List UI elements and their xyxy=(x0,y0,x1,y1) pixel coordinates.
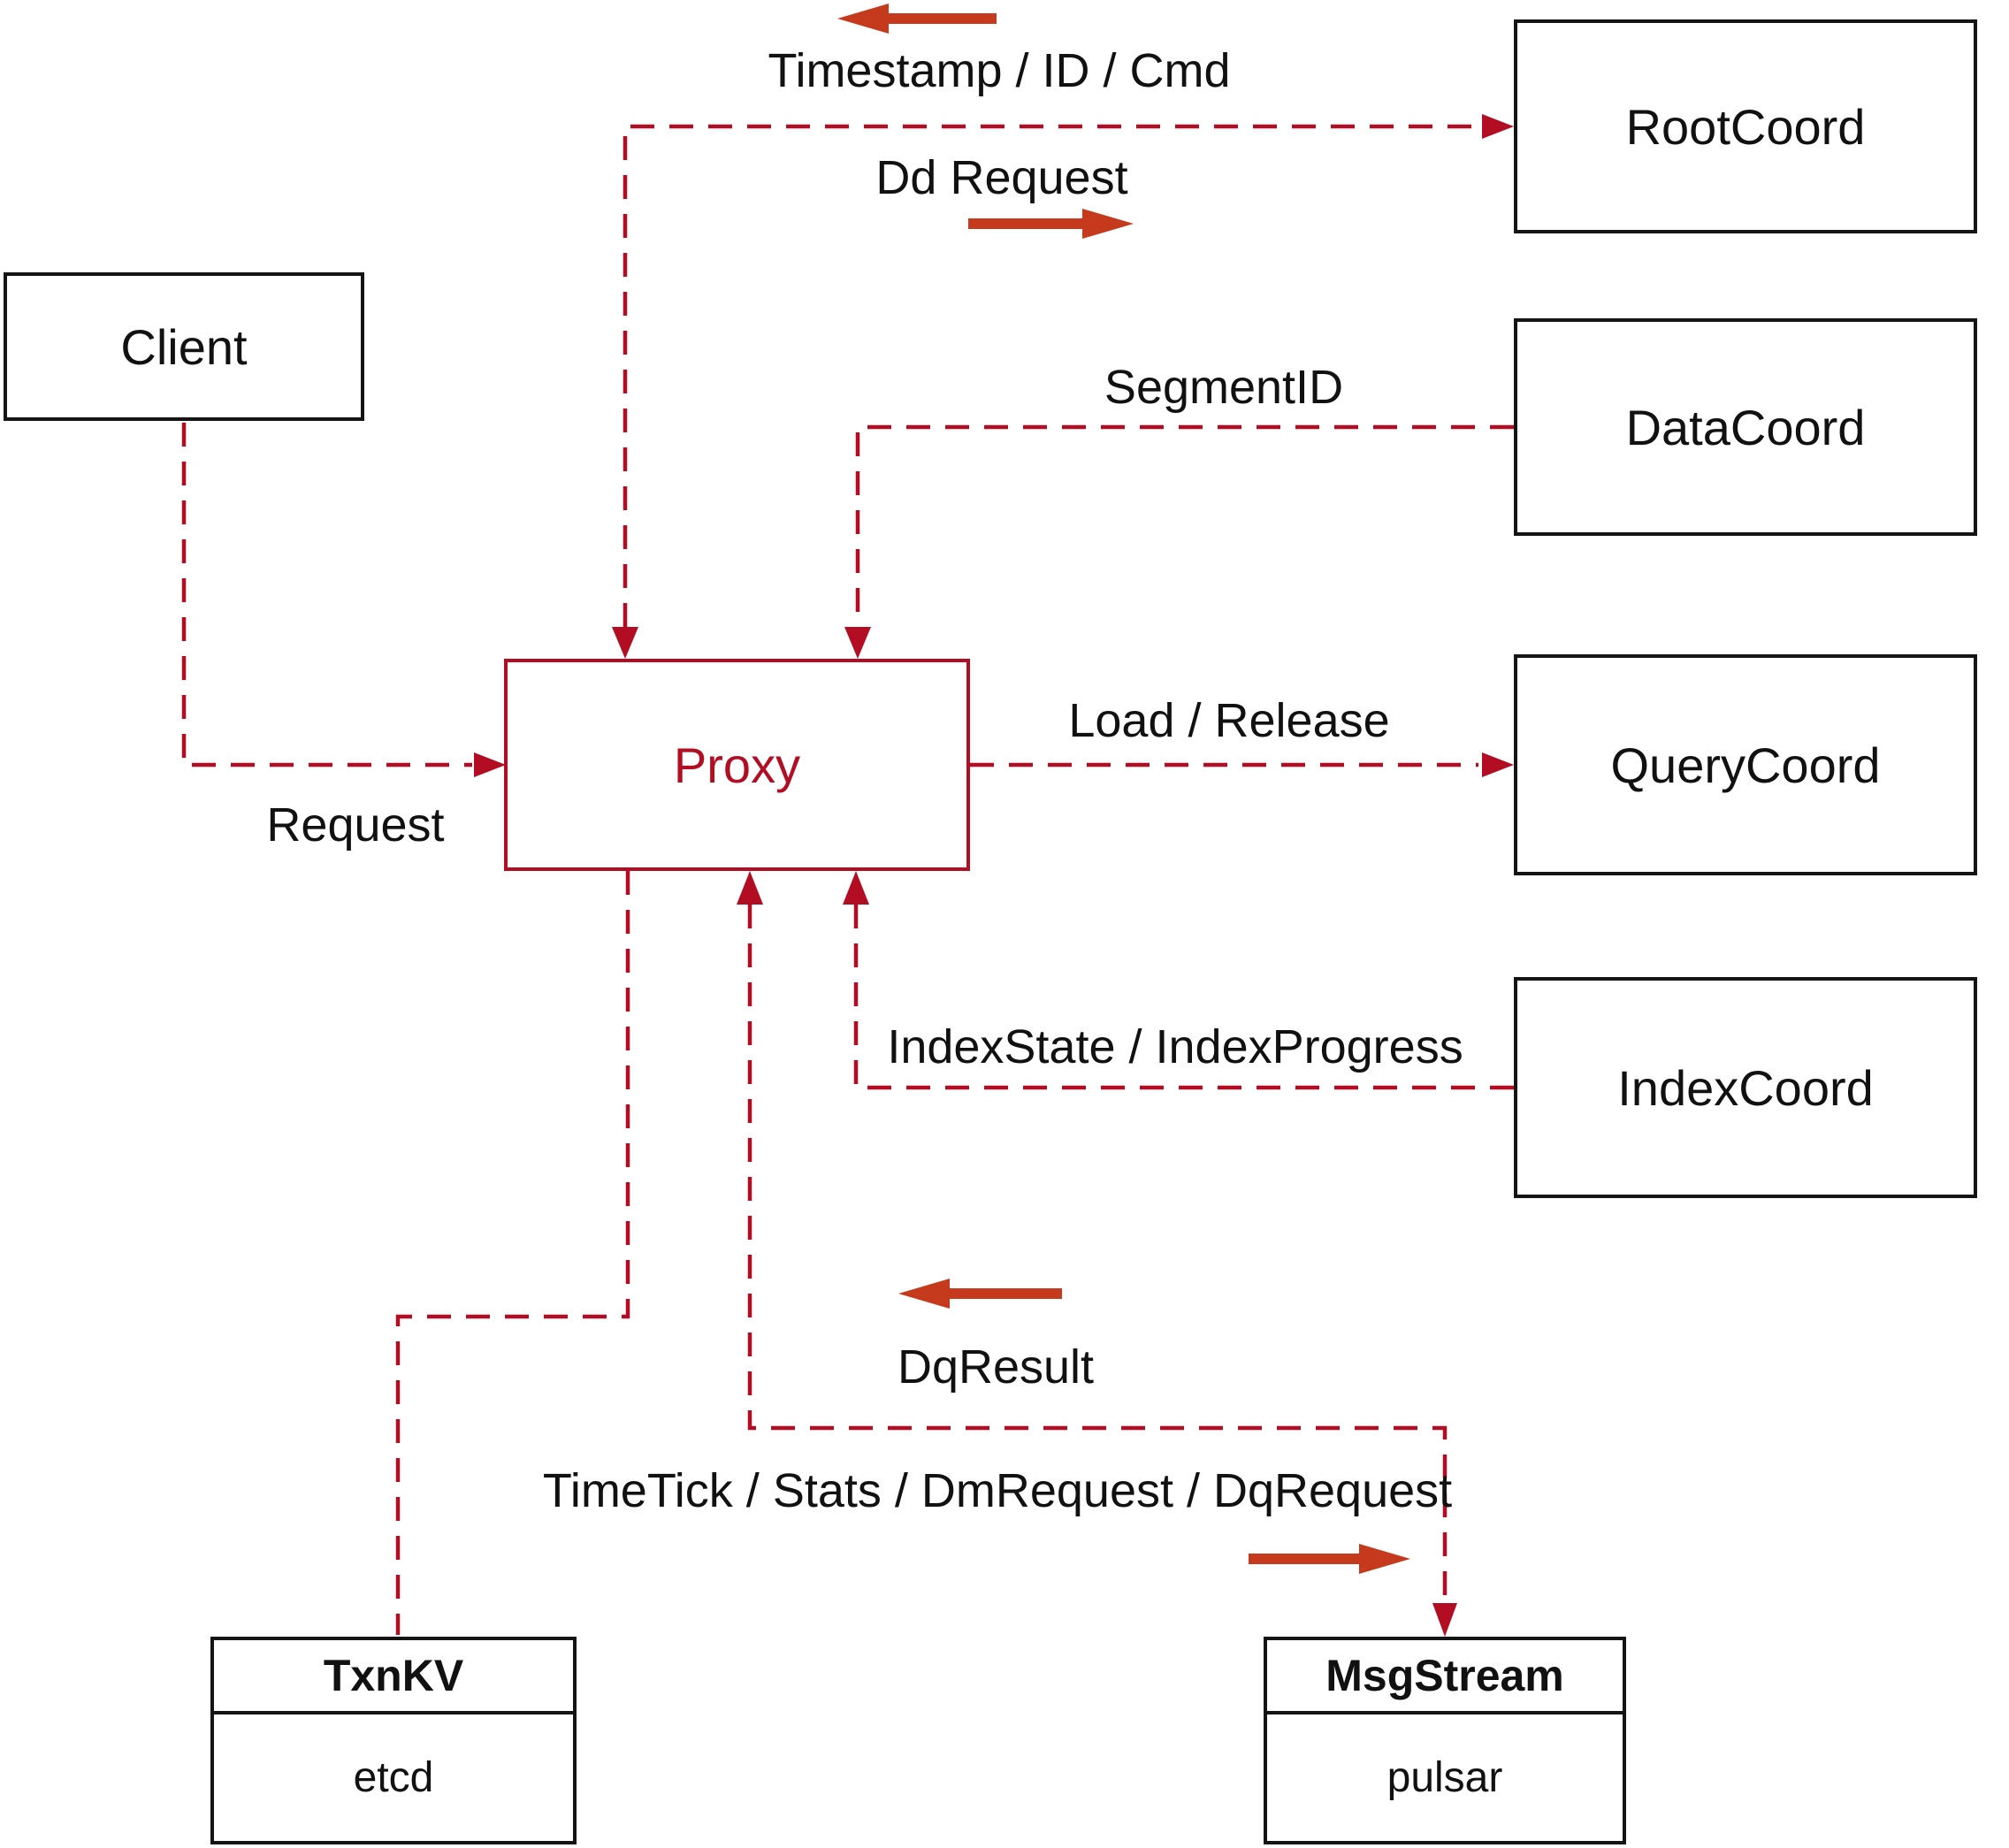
node-rootcoord-label: RootCoord xyxy=(1625,98,1866,155)
arrowhead-up-proxy-bottom-left xyxy=(737,871,763,905)
arrowhead-down-msgstream xyxy=(1432,1603,1457,1637)
arrow-right-icon-dd-request xyxy=(968,209,1134,239)
node-txnkv-implementation: etcd xyxy=(353,1754,434,1801)
edge-label-load-release: Load / Release xyxy=(1068,694,1390,747)
edge-label-dd-request: Dd Request xyxy=(875,151,1128,204)
node-txnkv-title: TxnKV xyxy=(214,1640,573,1714)
node-proxy-label: Proxy xyxy=(673,737,801,793)
arrowhead-right-proxy-left xyxy=(474,752,506,777)
node-indexcoord: IndexCoord xyxy=(1514,977,1977,1198)
node-datacoord-label: DataCoord xyxy=(1625,399,1866,455)
edge-proxy-rootcoord xyxy=(612,114,1514,659)
node-querycoord-label: QueryCoord xyxy=(1610,737,1881,793)
edge-label-dqresult: DqResult xyxy=(897,1340,1095,1394)
node-querycoord: QueryCoord xyxy=(1514,654,1977,875)
arrow-left-icon-timestamp xyxy=(837,4,997,34)
edge-proxy-txnkv xyxy=(395,871,630,1635)
arrowhead-right-querycoord xyxy=(1482,752,1514,777)
node-datacoord: DataCoord xyxy=(1514,318,1977,536)
node-msgstream-title: MsgStream xyxy=(1267,1640,1623,1714)
node-client-label: Client xyxy=(120,318,248,375)
edge-proxy-querycoord xyxy=(970,752,1514,777)
edge-label-timetick-stats: TimeTick / Stats / DmRequest / DqRequest xyxy=(542,1464,1453,1517)
node-msgstream: MsgStream pulsar xyxy=(1264,1637,1626,1844)
edge-label-timestamp-id-cmd: Timestamp / ID / Cmd xyxy=(768,44,1231,97)
edge-client-proxy xyxy=(181,423,506,777)
node-proxy: Proxy xyxy=(504,659,970,871)
node-rootcoord: RootCoord xyxy=(1514,19,1977,233)
arrowhead-up-proxy-bottom-right xyxy=(843,871,869,905)
edge-proxy-msgstream xyxy=(737,871,1457,1637)
arrowhead-down-proxy-top-left xyxy=(612,627,638,659)
node-indexcoord-label: IndexCoord xyxy=(1617,1059,1874,1116)
node-client: Client xyxy=(4,272,364,421)
arrow-left-icon-dqresult xyxy=(898,1279,1062,1309)
edge-indexcoord-proxy xyxy=(843,871,1514,1090)
edge-label-request: Request xyxy=(266,798,445,851)
arrowhead-right-rootcoord xyxy=(1482,114,1514,139)
node-txnkv: TxnKV etcd xyxy=(210,1637,577,1844)
edge-label-segmentid: SegmentID xyxy=(1104,361,1344,414)
arrowhead-down-proxy-top-right xyxy=(844,627,871,659)
edge-label-indexstate-indexprogress: IndexState / IndexProgress xyxy=(887,1020,1463,1073)
arrow-right-icon-timetick xyxy=(1249,1544,1410,1574)
node-msgstream-implementation: pulsar xyxy=(1386,1754,1503,1801)
edge-datacoord-proxy xyxy=(844,424,1514,659)
